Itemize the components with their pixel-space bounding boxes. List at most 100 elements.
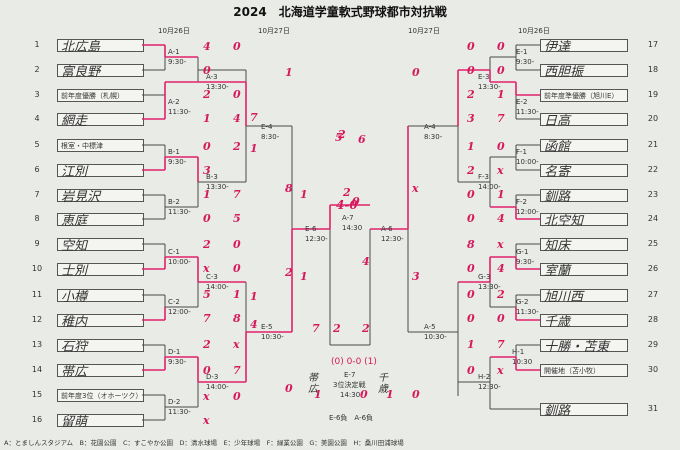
score-mark: 2 [467, 164, 475, 177]
score-mark: 3 [203, 164, 211, 177]
game-id: H-1 [512, 348, 525, 356]
team-number: 20 [647, 114, 659, 123]
game-time: 10:00- [168, 258, 191, 266]
game-time: 13:30- [206, 83, 229, 91]
team-name: 前年度準優勝（旭川E） [544, 92, 619, 100]
score-mark: 3 [412, 270, 420, 283]
score-mark: 2 [343, 186, 351, 199]
game-time: 10:30 [512, 358, 533, 366]
team-number: 4 [34, 114, 40, 123]
score-mark: 1 [300, 270, 308, 283]
game-time: 9:30- [516, 58, 535, 66]
team-number: 10 [31, 264, 43, 273]
game-id: B-3 [206, 173, 218, 181]
score-mark: x [497, 164, 504, 177]
team-box: 旭川西 [540, 289, 628, 305]
team-number: 17 [647, 40, 659, 49]
team-number: 23 [647, 190, 659, 199]
score-mark: 2 [203, 88, 211, 101]
game-time: 11:30- [168, 408, 191, 416]
score-mark: 0 [233, 88, 241, 101]
score-mark: 1 [497, 88, 505, 101]
score-mark: 7 [497, 112, 505, 125]
team-box: 根室・中標津 [57, 139, 144, 152]
score-mark: 3 [467, 112, 475, 125]
game-id: C-1 [168, 248, 180, 256]
game-id: F-3 [478, 173, 490, 181]
team-number: 19 [647, 90, 659, 99]
score-mark: 4 [362, 255, 370, 268]
game-id: C-2 [168, 298, 180, 306]
score-mark: 2 [285, 266, 293, 279]
date-label: 10月27日 [408, 27, 440, 35]
score-mark: 8 [233, 312, 241, 325]
score-mark: 4 [203, 40, 211, 53]
loser-note: E-6負 A-6負 [329, 414, 374, 422]
team-number: 30 [647, 365, 659, 374]
game-id: F-2 [516, 198, 528, 206]
team-number: 27 [647, 290, 659, 299]
game-label: 3位決定戦 [333, 381, 366, 389]
team-box: 十勝・苫東 [540, 339, 628, 355]
game-time: 11:30- [516, 108, 539, 116]
score-mark: 1 [497, 188, 505, 201]
team-name: 西胆振 [544, 65, 584, 80]
date-label: 10月26日 [518, 27, 550, 35]
team-number: 13 [31, 340, 43, 349]
game-id: A-3 [206, 73, 218, 81]
score-mark: 0 [412, 388, 420, 401]
score-mark: 2 [497, 288, 505, 301]
score-mark: 1 [386, 388, 394, 401]
venue-legend: A：とましんスタジアム B：花園公園 C：すこやか公園 D：清水球場 E：少年球… [4, 439, 404, 447]
score-mark: 0 [467, 288, 475, 301]
score-mark: 2 [333, 322, 341, 335]
game-id: E-1 [516, 48, 528, 56]
team-name: 小樽 [61, 290, 88, 305]
score-mark: 7 [233, 364, 241, 377]
score-mark: 1 [233, 288, 241, 301]
score-mark: 0 [203, 212, 211, 225]
score-mark: 2 [233, 140, 241, 153]
team-name: 石狩 [61, 340, 88, 355]
team-number: 11 [31, 290, 43, 299]
game-id: D-2 [168, 398, 181, 406]
game-time: 10:00- [516, 158, 539, 166]
score-mark: 2 [362, 322, 370, 335]
team-name: 稚内 [61, 315, 88, 330]
game-time: 14:00- [206, 283, 229, 291]
game-id: B-2 [168, 198, 180, 206]
game-time: 9:30- [168, 58, 187, 66]
team-name: 江別 [61, 165, 88, 180]
team-name: 富良野 [61, 65, 101, 80]
team-name: 室蘭 [544, 264, 571, 279]
game-time: 13:30- [478, 83, 501, 91]
game-time: 10:30- [261, 333, 284, 341]
score-mark: 2 [203, 338, 211, 351]
team-box: 千歳 [540, 314, 628, 330]
score-mark: 2 [467, 88, 475, 101]
game-time: 12:00- [516, 208, 539, 216]
game-time: 14:30 [340, 391, 361, 399]
game-time: 12:00- [168, 308, 191, 316]
game-id: D-3 [206, 373, 219, 381]
game-id: D-1 [168, 348, 181, 356]
game-time: 14:30 [342, 224, 363, 232]
team-number: 12 [31, 315, 43, 324]
game-id: A-1 [168, 48, 180, 56]
team-box: 函館 [540, 139, 628, 155]
game-time: 12:30- [305, 235, 328, 243]
score-mark: 0 [203, 364, 211, 377]
score-mark: 2 [338, 128, 346, 141]
team-name: 北空知 [544, 214, 584, 229]
team-number: 24 [647, 214, 659, 223]
score-mark: 1 [285, 66, 293, 79]
team-name: 旭川西 [544, 290, 584, 305]
game-time: 8:30- [424, 133, 443, 141]
score-mark: 0 [360, 388, 368, 401]
team-name: 岩見沢 [61, 190, 101, 205]
score-mark: x [233, 338, 240, 351]
score-mark: 0 [233, 238, 241, 251]
score-mark: 0 [467, 262, 475, 275]
team-box: 稚内 [57, 314, 144, 330]
